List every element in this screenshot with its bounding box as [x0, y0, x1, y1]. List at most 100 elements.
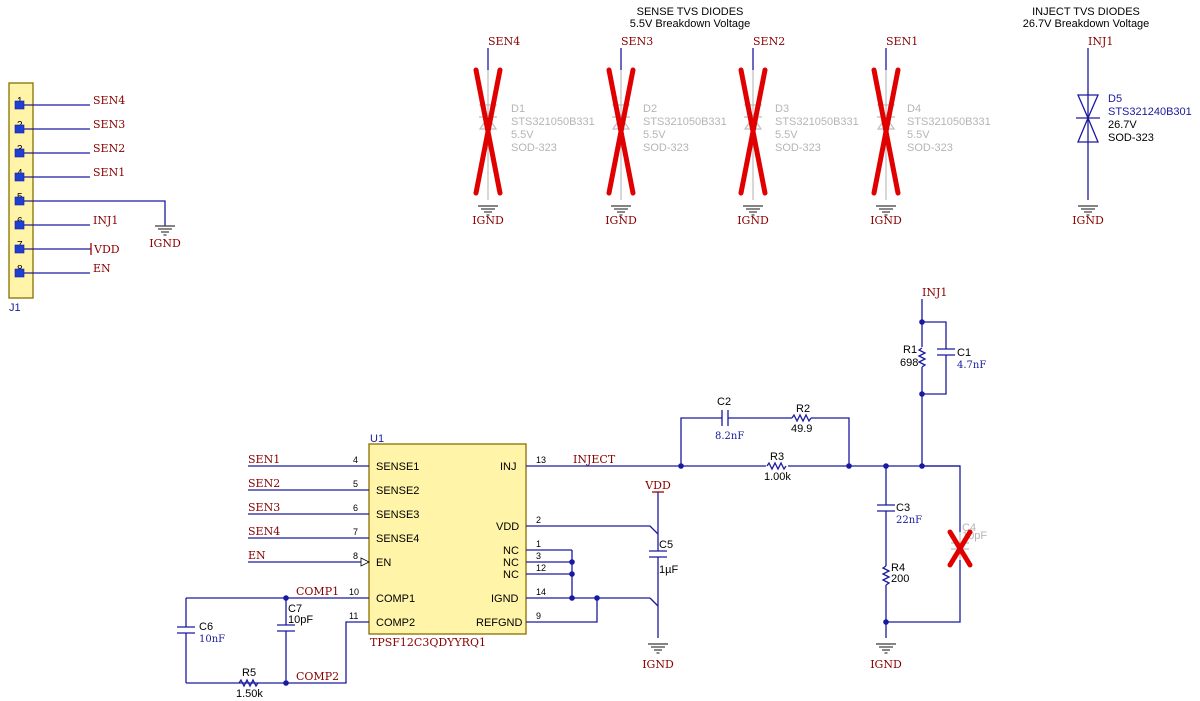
- sense-section-subtitle: 5.5V Breakdown Voltage: [630, 18, 750, 30]
- gnd-label: IGND: [1072, 214, 1104, 227]
- component-value: 10pF: [288, 614, 313, 626]
- svg-text:6: 6: [353, 503, 358, 513]
- net-label-vdd: VDD: [644, 479, 671, 492]
- svg-text:COMP2: COMP2: [376, 617, 415, 629]
- tvs-diode-d1: SEN4 IGND D1 STS321050B331 5.5V SOD-323: [472, 35, 595, 227]
- component-ref: R4: [891, 562, 905, 574]
- svg-text:4: 4: [353, 455, 358, 465]
- svg-text:EN: EN: [93, 262, 111, 275]
- gnd-label: IGND: [605, 214, 637, 227]
- gnd-label: IGND: [870, 214, 902, 227]
- svg-text:5: 5: [353, 479, 358, 489]
- component-ref: R1: [903, 344, 917, 356]
- diode-voltage: 5.5V: [907, 129, 930, 141]
- ic-ref: U1: [370, 433, 384, 445]
- diode-ref: D5: [1108, 93, 1122, 105]
- component-ref: C3: [896, 502, 910, 514]
- connector-pin-3: 3 SEN2: [14, 142, 125, 158]
- tvs-diode-d4: SEN1 IGND D4 STS321050B331 5.5V SOD-323: [870, 35, 991, 227]
- diode-package: SOD-323: [1108, 132, 1154, 144]
- component-ref: C6: [199, 621, 213, 633]
- connector-pin-8: 8 EN: [14, 262, 111, 278]
- component-value: 49.9: [791, 423, 812, 435]
- component-value: 1.00k: [764, 471, 791, 483]
- ic-pin-vdd: 2 VDD: [496, 515, 659, 535]
- svg-text:SENSE1: SENSE1: [376, 461, 419, 473]
- svg-text:8: 8: [353, 551, 358, 561]
- svg-text:EN: EN: [248, 549, 266, 562]
- svg-text:SEN3: SEN3: [93, 118, 125, 131]
- gnd-label: IGND: [737, 214, 769, 227]
- capacitor-c4-dnp: C4 10pF: [947, 522, 987, 568]
- ic-u1: U1 TPSF12C3QDYYRQ1 SEN1 4 SENSE1 SEN2 5 …: [186, 433, 960, 684]
- ic-pin-refgnd: 9 REFGND: [476, 598, 598, 629]
- diode-part: STS321240B301: [1108, 106, 1192, 118]
- svg-text:NC: NC: [503, 557, 519, 569]
- ic-pin-sense1: SEN1 4 SENSE1: [248, 453, 419, 473]
- net-label-sen4: SEN4: [488, 35, 520, 48]
- svg-text:7: 7: [353, 527, 358, 537]
- ic-pin-comp2: 11 COMP2: [186, 611, 415, 684]
- svg-text:9: 9: [536, 611, 541, 621]
- diode-package: SOD-323: [511, 142, 557, 154]
- connector-pin-4: 4 SEN1: [14, 166, 125, 182]
- resistor-r2: R2 49.9: [791, 403, 812, 435]
- component-ref: C7: [288, 603, 302, 615]
- component-value: 4.7nF: [957, 360, 986, 371]
- diode-part: STS321050B331: [775, 116, 859, 128]
- capacitor-c6: C6 10nF: [177, 598, 225, 683]
- ic-pin-sense4: SEN4 7 SENSE4: [248, 525, 419, 545]
- ic-pin-en: EN 8 EN: [248, 549, 391, 569]
- diode-ref: D4: [907, 103, 921, 115]
- component-value: 1.50k: [236, 688, 263, 700]
- component-value: 1µF: [659, 564, 678, 576]
- diode-package: SOD-323: [643, 142, 689, 154]
- net-label-comp1: COMP1: [296, 585, 339, 598]
- diode-part: STS321050B331: [511, 116, 595, 128]
- connector-pin-2: 2 SEN3: [14, 118, 125, 134]
- svg-text:SENSE4: SENSE4: [376, 533, 419, 545]
- connector-j1: J1 1 SEN4 2 SEN3 3 SEN2 4 SEN1 5: [8, 82, 181, 314]
- svg-text:VDD: VDD: [496, 521, 519, 533]
- net-label-inject: INJECT: [573, 453, 616, 466]
- ic-pin-ignd: 14 IGND: [491, 587, 650, 605]
- svg-text:SEN3: SEN3: [248, 501, 280, 514]
- net-label-sen3: SEN3: [621, 35, 653, 48]
- svg-text:REFGND: REFGND: [476, 617, 523, 629]
- resistor-r1: R1 698: [900, 344, 927, 369]
- component-value: 10nF: [199, 634, 225, 645]
- resistor-r5: R5 1.50k: [236, 667, 263, 700]
- component-value: 200: [891, 573, 909, 585]
- component-ref: C1: [957, 347, 971, 359]
- svg-text:INJ: INJ: [500, 461, 517, 473]
- gnd-label: IGND: [472, 214, 504, 227]
- svg-text:10: 10: [349, 587, 359, 597]
- svg-text:11: 11: [349, 611, 358, 621]
- ic-pin-nc3: 3 NC: [503, 551, 572, 569]
- net-label-comp2: COMP2: [296, 670, 339, 683]
- diode-ref: D3: [775, 103, 789, 115]
- component-ref: C5: [659, 539, 673, 551]
- svg-text:SEN1: SEN1: [93, 166, 125, 179]
- svg-text:NC: NC: [503, 545, 519, 557]
- tvs-diode-d5: INJ1 IGND D5 STS321240B301 26.7V SOD-323: [1072, 35, 1192, 227]
- tvs-diode-d2: SEN3 IGND D2 STS321050B331 5.5V SOD-323: [605, 35, 727, 227]
- ic-pin-nc1: 1 NC: [503, 539, 572, 557]
- net-label-sen2: SEN2: [753, 35, 785, 48]
- svg-text:12: 12: [536, 563, 546, 573]
- ic-pin-inj: 13 INJ INJECT: [500, 453, 960, 473]
- svg-text:EN: EN: [376, 557, 391, 569]
- svg-text:INJ1: INJ1: [93, 214, 118, 227]
- diode-part: STS321050B331: [643, 116, 727, 128]
- component-ref: R5: [242, 667, 256, 679]
- ic-pin-sense2: SEN2 5 SENSE2: [248, 477, 419, 497]
- ic-pin-sense3: SEN3 6 SENSE3: [248, 501, 419, 521]
- svg-text:VDD: VDD: [93, 243, 120, 256]
- svg-text:SEN4: SEN4: [248, 525, 280, 538]
- diode-ref: D1: [511, 103, 525, 115]
- svg-text:IGND: IGND: [491, 593, 519, 605]
- component-ref: C2: [717, 396, 731, 408]
- net-label-inj1-top: INJ1: [922, 286, 947, 299]
- svg-text:14: 14: [536, 587, 546, 597]
- connector-pin-1: 1 SEN4: [14, 94, 125, 110]
